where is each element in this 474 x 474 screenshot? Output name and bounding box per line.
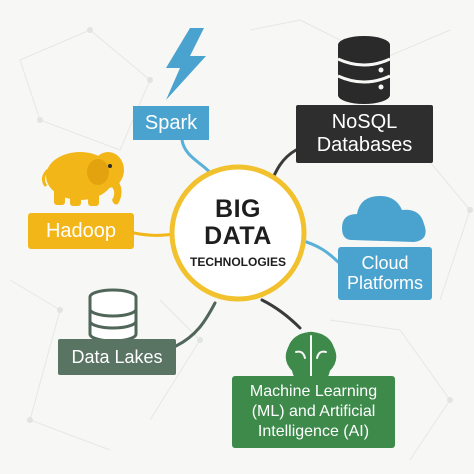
center-title-line3: TECHNOLOGIES: [189, 255, 286, 269]
center-hub-ring: [169, 164, 307, 302]
center-title-line2: DATA: [204, 222, 272, 250]
node-nosql-databases: NoSQL Databases: [296, 105, 433, 163]
lakes-label: Data Lakes: [71, 346, 163, 367]
elephant-icon: [41, 152, 124, 206]
node-machine-learning: Machine Learning (ML) and Artificial Int…: [232, 376, 395, 448]
ml-label-line2: (ML) and Artificial: [251, 403, 376, 420]
center-title-line1: BIG: [215, 195, 261, 223]
node-hadoop: Hadoop: [28, 213, 134, 249]
center-title: BIG DATA TECHNOLOGIES: [174, 185, 302, 281]
node-data-lakes: Data Lakes: [58, 339, 176, 375]
ml-label-line1: Machine Learning: [249, 383, 378, 400]
nosql-label-line1: NoSQL: [331, 111, 398, 133]
cloud-label-line1: Cloud: [361, 252, 409, 273]
database-icon: [337, 36, 391, 104]
node-cloud-platforms: Cloud Platforms: [338, 247, 432, 300]
lightning-bolt-icon: [166, 28, 206, 100]
cloud-label-line2: Platforms: [346, 272, 424, 293]
node-spark: Spark: [133, 106, 209, 140]
spark-label: Spark: [144, 111, 198, 134]
database-icon: [88, 288, 138, 343]
nosql-label-line2: Databases: [316, 134, 413, 156]
connector-hadoop: [132, 231, 176, 237]
connector-ml: [260, 298, 302, 330]
ml-label-line3: Intelligence (AI): [257, 423, 370, 440]
cloud-icon: [342, 196, 426, 242]
hadoop-label: Hadoop: [45, 219, 117, 242]
connector-lakes: [174, 301, 217, 348]
